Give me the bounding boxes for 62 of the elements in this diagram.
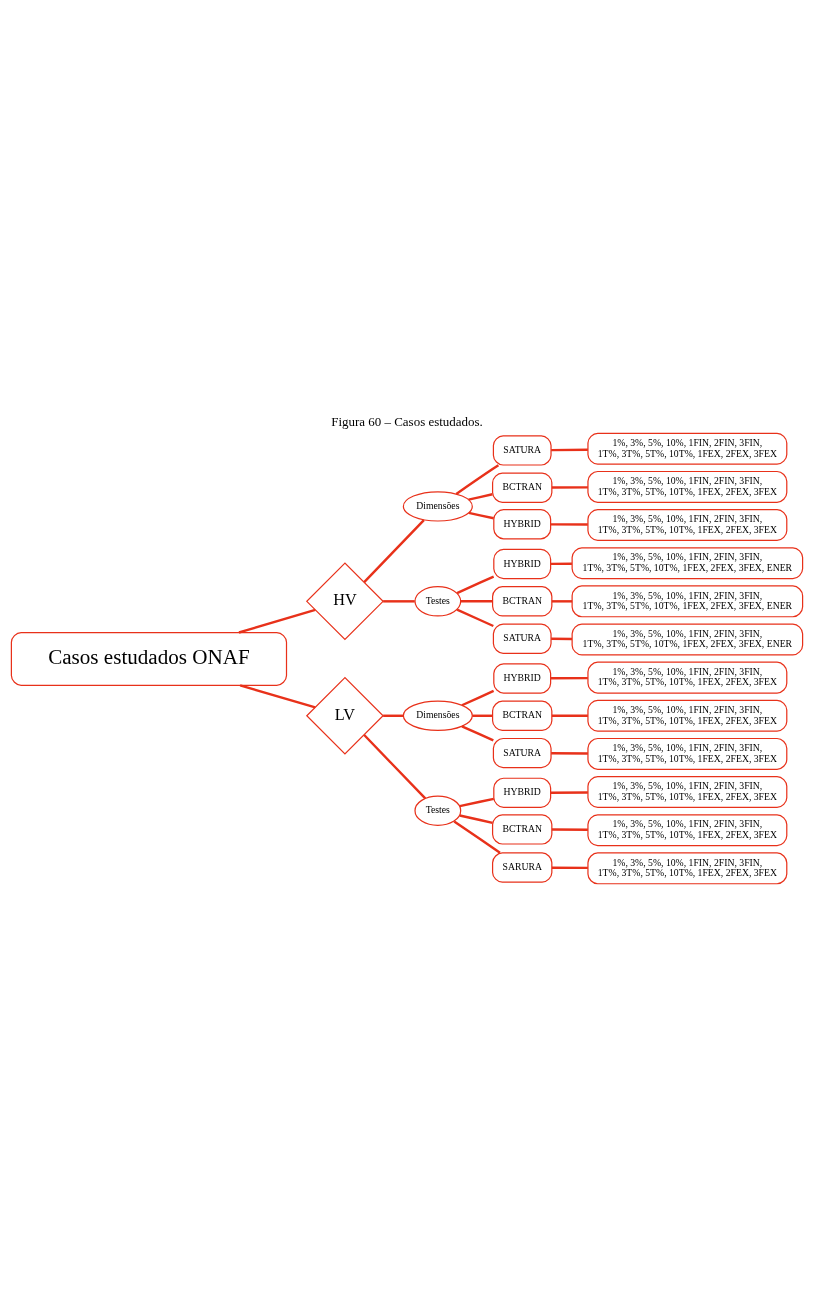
connector — [550, 790, 588, 794]
connector — [468, 492, 493, 501]
connector — [363, 733, 427, 799]
connector — [551, 714, 588, 717]
connector — [461, 724, 494, 742]
node-box: SATURA — [492, 737, 552, 768]
node-box: 1%, 3%, 5%, 10%, 1FIN, 2FIN, 3FIN, 1T%, 3T%, 5T%, 10T%, 1FEX, 2FEX, 3FEX, ENER — [571, 584, 804, 617]
node-box: BCTRAN — [492, 585, 553, 617]
node-box: BCTRAN — [492, 813, 553, 845]
node-box: 1%, 3%, 5%, 10%, 1FIN, 2FIN, 3FIN, 1T%, 3T%, 5T%, 10T%, 1FEX, 2FEX, 3FEX — [587, 813, 788, 846]
connector — [383, 714, 404, 717]
node-box: 1%, 3%, 5%, 10%, 1FIN, 2FIN, 3FIN, 1T%, 3T%, 5T%, 10T%, 1FEX, 2FEX, 3FEX — [587, 851, 788, 884]
node-box: BCTRAN — [492, 472, 553, 503]
node-box: HYBRID — [493, 777, 552, 808]
connector — [551, 485, 588, 489]
node-box: SATURA — [492, 622, 552, 654]
node-diamond: LV — [305, 676, 384, 755]
connector — [453, 819, 501, 854]
node-box: Casos estudados ONAF — [10, 631, 288, 686]
node-box: BCTRAN — [492, 700, 553, 731]
node-box: HYBRID — [493, 508, 552, 539]
caption: Figura 60 – Casos estudados. — [331, 413, 483, 429]
connector — [551, 827, 588, 831]
connector — [383, 599, 415, 603]
connector — [550, 562, 572, 565]
node-diamond: HV — [305, 561, 384, 640]
connector — [238, 608, 316, 634]
node-ellipse: Testes — [414, 795, 462, 826]
node-box: HYBRID — [493, 548, 552, 579]
connector — [472, 714, 493, 717]
node-box: SARURA — [492, 851, 553, 883]
connector — [239, 683, 316, 708]
node-box: 1%, 3%, 5%, 10%, 1FIN, 2FIN, 3FIN, 1T%, 3T%, 5T%, 10T%, 1FEX, 2FEX, 3FEX — [587, 661, 788, 694]
node-box: 1%, 3%, 5%, 10%, 1FIN, 2FIN, 3FIN, 1T%, 3T%, 5T%, 10T%, 1FEX, 2FEX, 3FEX, ENER — [571, 622, 804, 655]
connector — [460, 599, 493, 603]
node-box: 1%, 3%, 5%, 10%, 1FIN, 2FIN, 3FIN, 1T%, 3T%, 5T%, 10T%, 1FEX, 2FEX, 3FEX — [587, 737, 788, 770]
connector — [551, 448, 588, 451]
node-ellipse: Dimensões — [402, 490, 473, 522]
connector — [551, 865, 588, 869]
connector — [468, 511, 494, 519]
connector — [363, 518, 425, 583]
node-ellipse: Testes — [414, 585, 462, 617]
connector — [550, 522, 588, 526]
connector — [456, 574, 495, 594]
node-box: 1%, 3%, 5%, 10%, 1FIN, 2FIN, 3FIN, 1T%, 3T%, 5T%, 10T%, 1FEX, 2FEX, 3FEX — [587, 470, 788, 503]
connector — [456, 608, 494, 627]
connector — [551, 599, 573, 603]
node-box: SATURA — [492, 434, 552, 466]
connector — [551, 751, 588, 755]
connector — [550, 676, 588, 679]
node-box: 1%, 3%, 5%, 10%, 1FIN, 2FIN, 3FIN, 1T%, 3T%, 5T%, 10T%, 1FEX, 2FEX, 3FEX — [587, 775, 788, 808]
connector — [459, 797, 495, 807]
node-box: 1%, 3%, 5%, 10%, 1FIN, 2FIN, 3FIN, 1T%, 3T%, 5T%, 10T%, 1FEX, 2FEX, 3FEX — [587, 699, 788, 732]
node-box: HYBRID — [493, 662, 552, 694]
node-box: 1%, 3%, 5%, 10%, 1FIN, 2FIN, 3FIN, 1T%, 3T%, 5T%, 10T%, 1FEX, 2FEX, 3FEX — [587, 432, 788, 465]
connector — [461, 689, 495, 706]
node-box: 1%, 3%, 5%, 10%, 1FIN, 2FIN, 3FIN, 1T%, 3T%, 5T%, 10T%, 1FEX, 2FEX, 3FEX — [587, 508, 788, 541]
connector — [551, 637, 572, 640]
connector — [455, 463, 500, 495]
node-ellipse: Dimensões — [402, 700, 473, 731]
node-box: 1%, 3%, 5%, 10%, 1FIN, 2FIN, 3FIN, 1T%, 3T%, 5T%, 10T%, 1FEX, 2FEX, 3FEX, ENER — [571, 546, 804, 579]
connector — [459, 813, 493, 824]
